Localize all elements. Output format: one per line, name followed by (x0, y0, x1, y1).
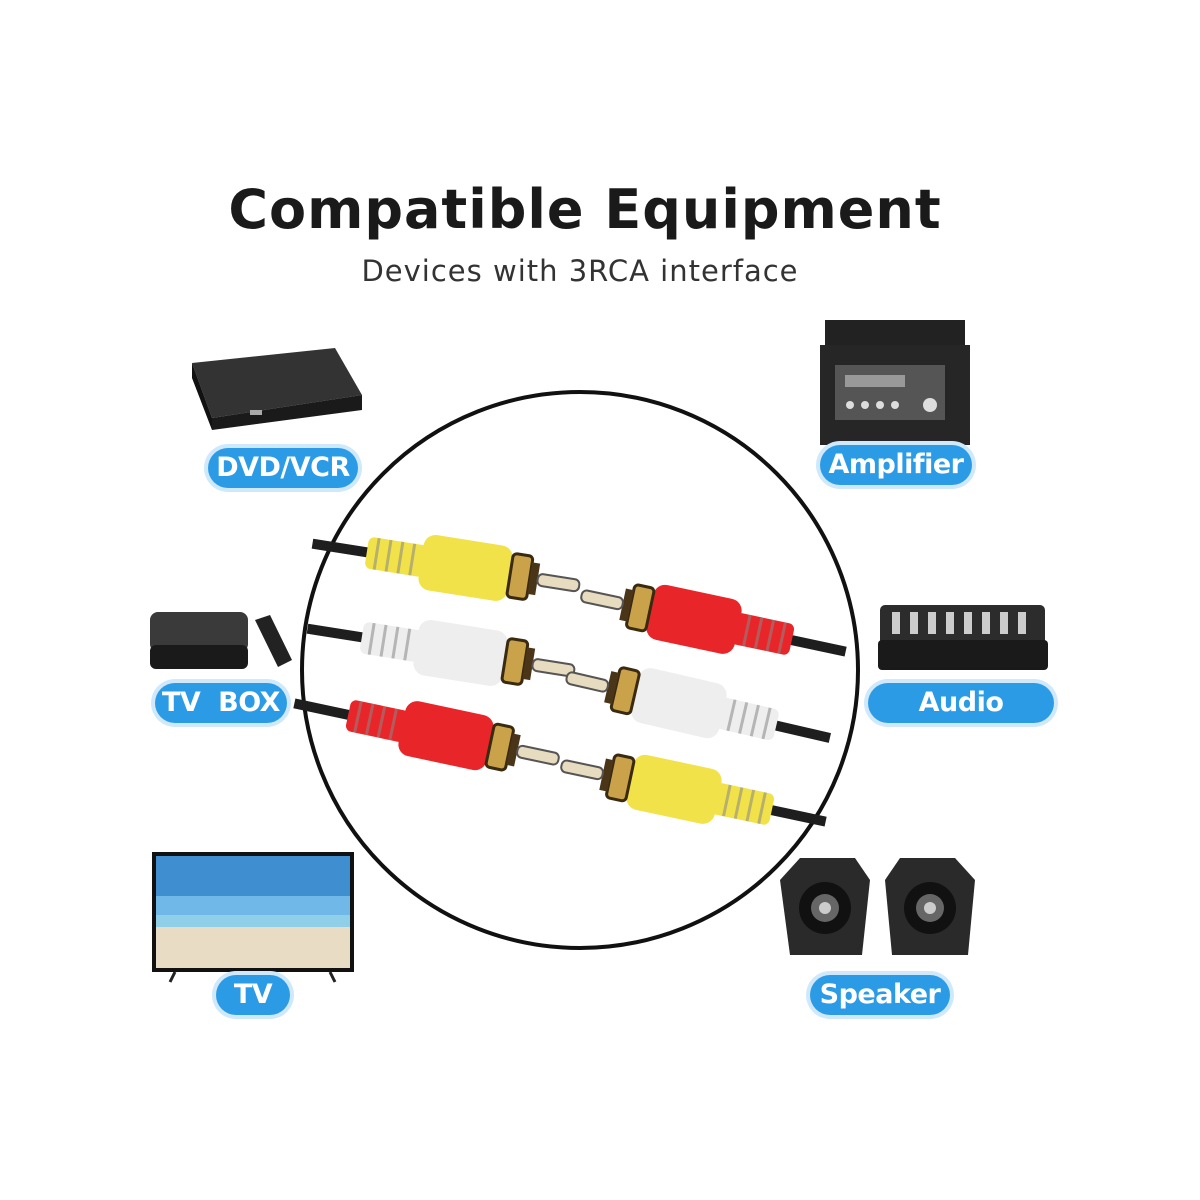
plug-white-right (558, 648, 838, 767)
label-tv-box: TV BOX (155, 683, 287, 723)
label-tv: TV (216, 975, 290, 1015)
tv-box-icon (150, 612, 292, 669)
page-subtitle: Devices with 3RCA interface (361, 254, 799, 288)
connector-circle (300, 390, 860, 950)
page-title: Compatible Equipment (228, 178, 942, 241)
label-dvd-vcr: DVD/VCR (208, 448, 358, 488)
plug-red-right (574, 566, 853, 681)
audio-mixer-icon (878, 605, 1048, 670)
speaker-icon (780, 858, 975, 955)
plug-yellow-right (554, 736, 833, 851)
plug-red-left (287, 674, 566, 789)
plug-white-left (301, 599, 581, 701)
label-audio-mixers: Audio Mixers (868, 683, 1054, 758)
plug-yellow-left (306, 514, 586, 616)
amplifier-icon (820, 320, 970, 445)
dvd-player-icon (192, 348, 362, 430)
label-amplifier: Amplifier (820, 445, 972, 485)
label-speaker: Speaker (810, 975, 950, 1015)
tv-icon (152, 852, 354, 983)
